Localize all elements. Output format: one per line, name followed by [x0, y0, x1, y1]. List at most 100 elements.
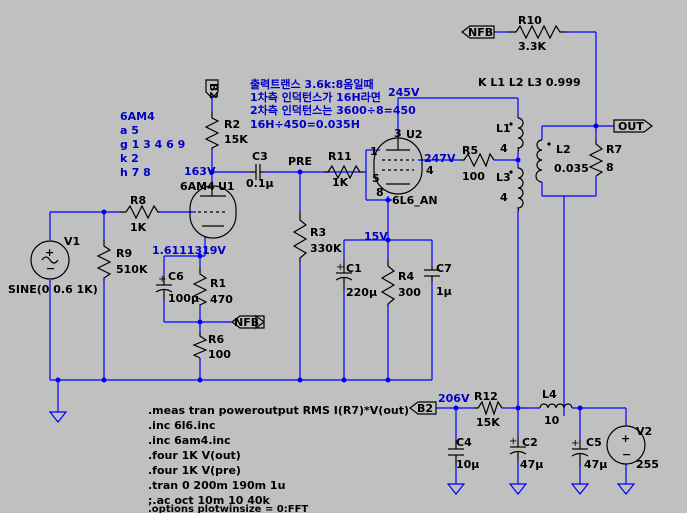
svg-text:.options plotwinsize = 0:FFT: .options plotwinsize = 0:FFT: [148, 504, 308, 513]
svg-text:5: 5: [372, 172, 380, 185]
svg-text:100: 100: [462, 170, 485, 183]
svg-text:V2: V2: [636, 425, 652, 438]
svg-text:B2: B2: [417, 402, 433, 415]
svg-text:+: +: [336, 262, 344, 273]
svg-text:6L6_AN: 6L6_AN: [392, 194, 438, 207]
svg-text:OUT: OUT: [618, 120, 644, 133]
svg-text:C4: C4: [456, 436, 472, 449]
svg-text:g 1 3 4 6 9: g 1 3 4 6 9: [120, 138, 185, 151]
svg-text:C2: C2: [522, 436, 538, 449]
voltage-labels: 163V 245V 247V 15V 1.6111319V 206V: [152, 86, 470, 405]
svg-text:NFB: NFB: [468, 26, 493, 39]
svg-text:K L1 L2 L3 0.999: K L1 L2 L3 0.999: [478, 76, 581, 89]
net-flag-nfb-top: [461, 25, 495, 39]
svg-text:C5: C5: [586, 436, 602, 449]
svg-text:15K: 15K: [224, 133, 248, 146]
capacitor-c3[interactable]: [250, 164, 264, 180]
svg-text:8: 8: [606, 161, 614, 174]
svg-text:a 5: a 5: [120, 124, 139, 137]
svg-text:R2: R2: [224, 118, 240, 131]
svg-text:L1: L1: [496, 122, 511, 135]
resistor-r10[interactable]: [510, 24, 566, 40]
svg-text:R10: R10: [518, 14, 542, 27]
resistor-r4[interactable]: [380, 260, 396, 306]
svg-text:163V: 163V: [184, 165, 216, 178]
svg-text:206V: 206V: [438, 392, 470, 405]
spice-directives: .meas tran poweroutput RMS I(R7)*V(out) …: [148, 404, 409, 513]
inductor-l3[interactable]: [509, 167, 524, 213]
ground-symbols: [48, 411, 636, 495]
tube-u1[interactable]: [189, 185, 237, 239]
capacitor-c2[interactable]: +: [509, 436, 527, 462]
svg-text:4: 4: [426, 164, 434, 177]
capacitor-c4[interactable]: [448, 440, 464, 466]
svg-text:SINE(0 0.6 1K): SINE(0 0.6 1K): [8, 283, 98, 296]
svg-text:4: 4: [500, 191, 508, 204]
resistor-r3[interactable]: [292, 212, 308, 262]
svg-text:10µ: 10µ: [456, 458, 479, 471]
svg-text:470: 470: [210, 293, 233, 306]
net-flag-out: [613, 119, 653, 133]
resistor-r7[interactable]: [588, 140, 604, 177]
tube-u2[interactable]: [373, 137, 423, 195]
resistor-r9[interactable]: [96, 240, 112, 280]
annotations: K L1 L2 L3 0.999 출력트랜스 3.6k:8옴일때 1차측 인덕턴…: [120, 76, 581, 179]
svg-text:300: 300: [398, 286, 421, 299]
svg-text:255: 255: [636, 458, 659, 471]
svg-text:C6: C6: [168, 270, 184, 283]
voltage-source-v1[interactable]: +−: [30, 240, 70, 280]
svg-text:0.1µ: 0.1µ: [246, 177, 274, 190]
svg-text:1차측 인덕턴스가 16H라면: 1차측 인덕턴스가 16H라면: [250, 90, 381, 104]
svg-text:U2: U2: [406, 128, 423, 141]
svg-text:.meas tran poweroutput RMS I(R: .meas tran poweroutput RMS I(R7)*V(out): [148, 404, 409, 417]
voltage-source-v2[interactable]: +−: [606, 425, 646, 465]
net-flag-b2-top: [205, 79, 219, 99]
svg-text:+: +: [509, 436, 517, 447]
capacitor-c6[interactable]: +: [155, 274, 173, 300]
wires: [49, 31, 627, 484]
svg-text:15K: 15K: [476, 416, 500, 429]
svg-text:C1: C1: [346, 262, 362, 275]
svg-text:6AM4: 6AM4: [120, 110, 155, 123]
svg-text:3: 3: [394, 127, 402, 140]
svg-text:0.035: 0.035: [554, 162, 589, 175]
svg-text:.inc 6l6.inc: .inc 6l6.inc: [148, 419, 216, 432]
svg-text:R7: R7: [606, 143, 622, 156]
svg-text:.four 1K V(pre): .four 1K V(pre): [148, 464, 241, 477]
svg-text:R4: R4: [398, 270, 414, 283]
resistor-r12[interactable]: [474, 400, 503, 416]
svg-text:+: +: [45, 246, 54, 259]
resistor-r6[interactable]: [192, 332, 208, 359]
svg-text:R8: R8: [130, 194, 146, 207]
resistor-r2[interactable]: [204, 112, 220, 150]
svg-text:.tran 0 200m 190m 1u: .tran 0 200m 190m 1u: [148, 479, 285, 492]
resistor-r8[interactable]: [120, 204, 160, 220]
resistor-r11[interactable]: [324, 164, 364, 180]
svg-text:C3: C3: [252, 150, 268, 163]
resistor-r5[interactable]: [460, 152, 495, 168]
svg-text:;.ac oct 10m 10 40k: ;.ac oct 10m 10 40k: [148, 494, 271, 507]
svg-text:1: 1: [370, 145, 378, 158]
svg-text:1K: 1K: [130, 221, 147, 234]
svg-text:R9: R9: [116, 247, 132, 260]
svg-text:L2: L2: [556, 143, 571, 156]
svg-text:1µ: 1µ: [436, 285, 452, 298]
resistor-r1[interactable]: [192, 268, 208, 306]
svg-text:PRE: PRE: [288, 155, 312, 168]
svg-text:15V: 15V: [364, 230, 388, 243]
svg-text:U1: U1: [218, 180, 235, 193]
component-labels: R10 3.3K R2 15K R8 1K R9 510K R1 470 R6 …: [8, 14, 659, 471]
capacitor-c7[interactable]: [424, 266, 440, 282]
svg-text:h 7 8: h 7 8: [120, 166, 151, 179]
inductor-l4[interactable]: [539, 403, 573, 409]
svg-text:247V: 247V: [424, 152, 456, 165]
svg-text:10: 10: [544, 414, 560, 427]
net-flag-b2-low: [409, 401, 437, 415]
capacitor-c5[interactable]: +: [571, 438, 589, 466]
inductor-l2[interactable]: [535, 139, 551, 183]
inductor-l1[interactable]: [509, 117, 524, 153]
capacitor-c1[interactable]: +: [335, 262, 353, 290]
svg-text:C7: C7: [436, 262, 452, 275]
junctions: [55, 123, 599, 411]
